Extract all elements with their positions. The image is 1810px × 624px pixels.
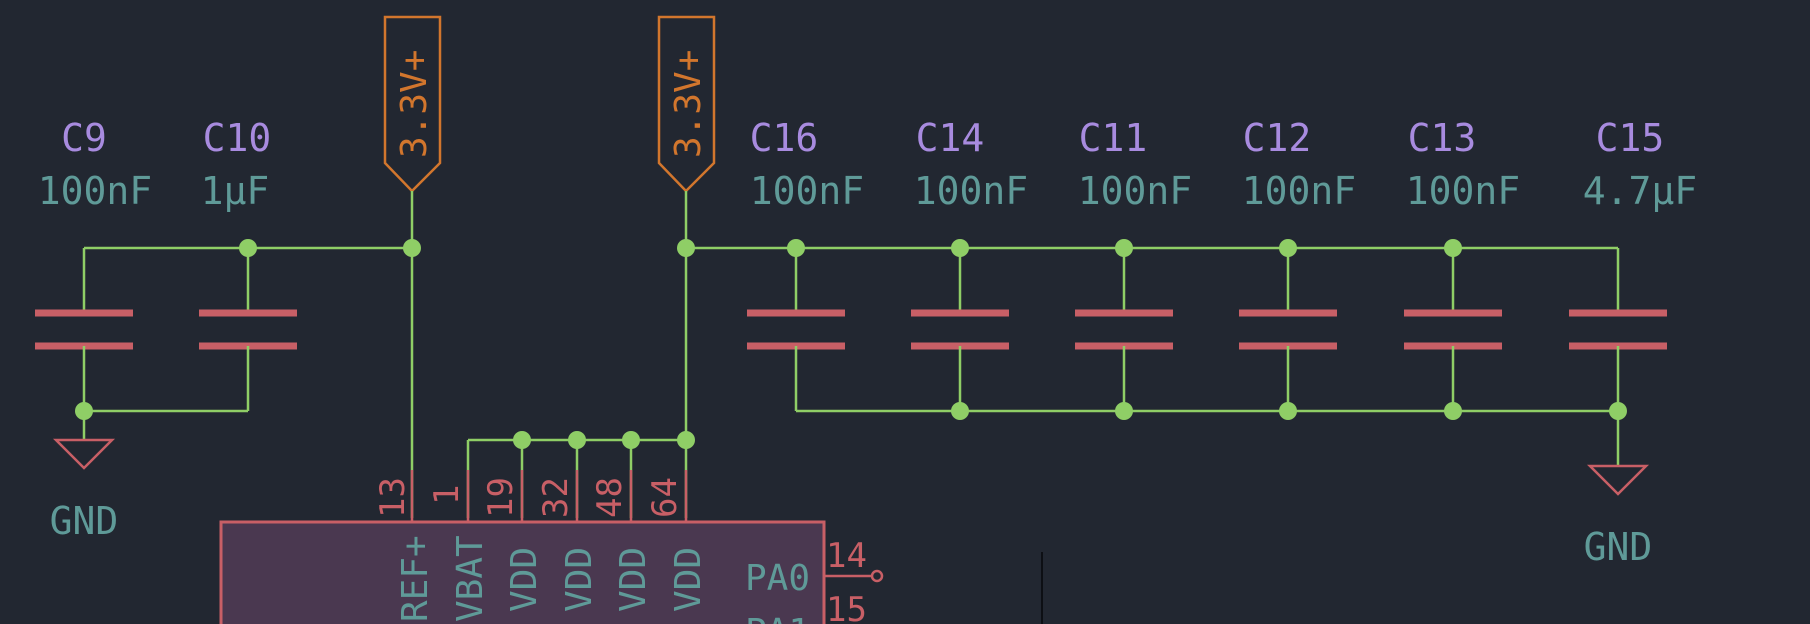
- capacitor-c9[interactable]: C9 100nF: [35, 116, 152, 411]
- svg-text:19: 19: [481, 477, 521, 518]
- capacitor-c10[interactable]: C10 1µF: [199, 116, 297, 411]
- svg-text:1: 1: [427, 485, 467, 505]
- chip-pin-48[interactable]: 48 VDD: [590, 470, 654, 612]
- power-flag-right[interactable]: 3.3V+: [657, 15, 716, 193]
- junction-dot: [1444, 239, 1462, 257]
- cap-c10-value: 1µF: [201, 169, 270, 213]
- unconnected-pin-icon: [870, 569, 884, 583]
- svg-text:PA1: PA1: [745, 612, 810, 624]
- cap-c15-value: 4.7µF: [1583, 169, 1697, 213]
- svg-text:VDD: VDD: [559, 547, 600, 612]
- junction-dot: [1444, 402, 1462, 420]
- cap-c9-value: 100nF: [38, 169, 152, 213]
- cap-c16-ref: C16: [750, 116, 819, 160]
- chip-pin-1[interactable]: 1 VBAT: [427, 470, 491, 622]
- capacitor-c15[interactable]: C15 4.7µF: [1569, 116, 1697, 411]
- cap-c15-ref: C15: [1596, 116, 1665, 160]
- junction-dot: [951, 402, 969, 420]
- power-flag-right-label: 3.3V+: [668, 50, 709, 158]
- junction-dot: [513, 431, 531, 449]
- junction-dot: [951, 239, 969, 257]
- capacitor-c11[interactable]: C11 100nF: [1075, 116, 1192, 411]
- cap-c16-value: 100nF: [750, 169, 864, 213]
- junction-dot: [787, 239, 805, 257]
- junction-dot: [622, 431, 640, 449]
- cap-c9-ref: C9: [61, 116, 107, 160]
- capacitor-c13[interactable]: C13 100nF: [1404, 116, 1520, 411]
- svg-text:PA0: PA0: [745, 558, 810, 599]
- svg-text:VDD: VDD: [613, 547, 654, 612]
- junction-dot: [403, 239, 421, 257]
- junction-dot: [1609, 402, 1627, 420]
- junction-dot: [1115, 402, 1133, 420]
- mcu-chip[interactable]: 13 REF+ 1 VBAT 19 VDD 32 VDD 48 VDD 64 V…: [219, 470, 884, 624]
- cap-c14-ref: C14: [916, 116, 985, 160]
- capacitor-c12[interactable]: C12 100nF: [1239, 116, 1356, 411]
- cap-c14-value: 100nF: [914, 169, 1028, 213]
- svg-text:14: 14: [826, 536, 867, 576]
- junction-dot: [75, 402, 93, 420]
- cap-c13-value: 100nF: [1406, 169, 1520, 213]
- svg-text:VDD: VDD: [504, 547, 545, 612]
- svg-text:64: 64: [645, 477, 685, 518]
- ground-icon: [1586, 464, 1650, 496]
- cap-c11-ref: C11: [1079, 116, 1148, 160]
- junction-dot: [677, 431, 695, 449]
- svg-text:13: 13: [373, 477, 413, 518]
- svg-text:48: 48: [590, 477, 630, 518]
- chip-pin-15[interactable]: 15 PA1: [745, 590, 872, 624]
- chip-pin-32[interactable]: 32 VDD: [536, 470, 600, 612]
- ground-symbol-left[interactable]: GND: [50, 411, 119, 543]
- chip-body: [219, 520, 826, 624]
- junction-dot: [1279, 239, 1297, 257]
- svg-text:32: 32: [536, 477, 576, 518]
- power-flag-left-label: 3.3V+: [394, 50, 435, 158]
- svg-text:VDD: VDD: [668, 547, 709, 612]
- capacitor-c14[interactable]: C14 100nF: [911, 116, 1028, 411]
- chip-pin-19[interactable]: 19 VDD: [481, 470, 545, 612]
- cap-c12-value: 100nF: [1242, 169, 1356, 213]
- capacitor-c16[interactable]: C16 100nF: [747, 116, 864, 411]
- chip-pin-64[interactable]: 64 VDD: [645, 470, 709, 612]
- power-flag-left[interactable]: 3.3V+: [383, 15, 442, 193]
- ground-symbol-right[interactable]: GND: [1584, 411, 1653, 569]
- cap-c13-ref: C13: [1408, 116, 1477, 160]
- chip-pin-14[interactable]: 14 PA0: [745, 536, 884, 599]
- junction-dot: [239, 239, 257, 257]
- junction-dot: [1279, 402, 1297, 420]
- chip-pin-13[interactable]: 13 REF+: [373, 470, 436, 622]
- ground-right-label: GND: [1584, 525, 1653, 569]
- cap-c11-value: 100nF: [1078, 169, 1192, 213]
- cap-c10-ref: C10: [203, 116, 272, 160]
- ground-icon: [52, 438, 116, 470]
- svg-text:VBAT: VBAT: [450, 535, 491, 622]
- ground-left-label: GND: [50, 499, 119, 543]
- cap-c12-ref: C12: [1243, 116, 1312, 160]
- junction-dot: [1115, 239, 1133, 257]
- svg-text:15: 15: [826, 590, 867, 624]
- junction-dot: [568, 431, 586, 449]
- svg-text:REF+: REF+: [395, 535, 436, 622]
